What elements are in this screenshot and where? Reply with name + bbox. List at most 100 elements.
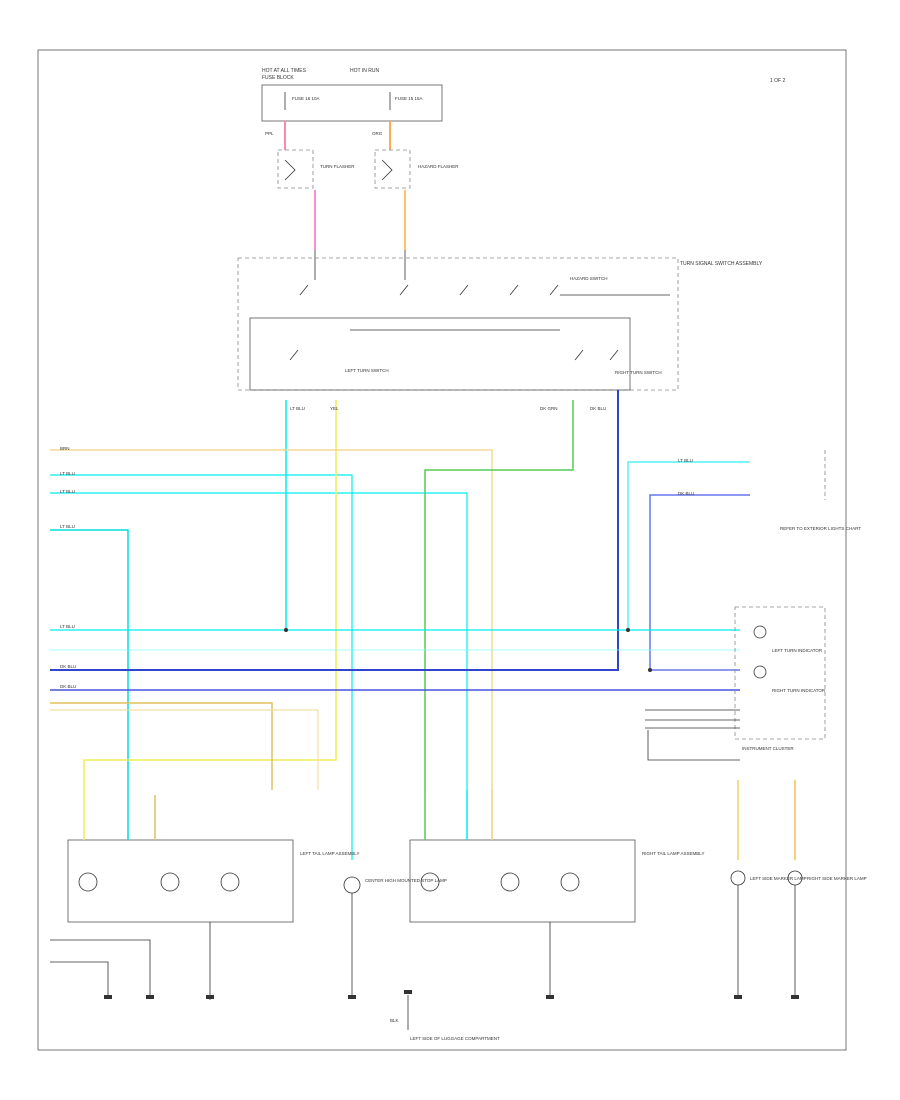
wire-blue-3	[649, 494, 750, 671]
right-turn-indicator-label: RIGHT TURN INDICATOR	[772, 688, 826, 693]
turn-switch-inner-box	[249, 317, 631, 391]
fuse-a-label: FUSE 16 10A	[292, 96, 320, 101]
right-lamp-bulb-1	[420, 872, 440, 892]
switch-contact-7	[574, 349, 584, 361]
right-marker-ground	[791, 995, 799, 999]
hazard-flasher-box	[374, 149, 411, 189]
hazard-flasher: HAZARD FLASHER	[374, 149, 459, 189]
wire-ppl-label: PPL	[265, 131, 274, 136]
ground-ref-label: LEFT SIDE OF LUGGAGE COMPARTMENT	[410, 1036, 500, 1041]
left-lamp-bulb-1	[78, 872, 98, 892]
wire-cyan-cluster	[627, 461, 750, 630]
turn-flasher-box	[277, 149, 314, 189]
left-lamp-bulb-2	[160, 872, 180, 892]
wire-label-dkblu-2: DK BLU	[60, 684, 76, 689]
lower-left-wire-1	[50, 939, 151, 995]
wire-label-ltblu-sw: LT BLU	[290, 406, 305, 411]
wire-label-ltblu-1: LT BLU	[60, 471, 75, 476]
hazard-flasher-symbol	[381, 159, 393, 181]
left-tail-lamp-box	[67, 839, 294, 923]
cluster-feed-4	[647, 730, 740, 761]
right-lamp-bulb-3	[560, 872, 580, 892]
left-lamp-bulb-3	[220, 872, 240, 892]
lower-left-ground-1	[146, 995, 154, 999]
wire-label-ltblu-2: LT BLU	[60, 489, 75, 494]
fuse-block-subtitle: FUSE BLOCK	[262, 75, 294, 81]
left-turn-indicator-bulb	[753, 625, 767, 639]
wire-label-blk-gnd: BLK	[390, 1018, 399, 1023]
wire-cyan-left-tail	[50, 529, 129, 790]
turn-signal-switch-assembly: TURN SIGNAL SWITCH ASSEMBLY HAZARD SWITC…	[237, 257, 763, 391]
ground-ref-symbol	[404, 990, 412, 994]
left-marker-bulb	[730, 870, 746, 886]
left-side-marker-lamp: LEFT SIDE MARKER LAMP	[730, 870, 807, 999]
wire-tan	[50, 449, 493, 790]
instrument-cluster-box	[734, 606, 826, 740]
right-lamp-ground	[546, 995, 554, 999]
right-turn-indicator-bulb	[753, 665, 767, 679]
fuse-block: HOT AT ALL TIMES FUSE BLOCK HOT IN RUN F…	[261, 68, 443, 122]
switch-contact-2	[399, 284, 409, 296]
turn-flasher-symbol	[284, 159, 296, 181]
fuse-block-title: HOT AT ALL TIMES	[262, 68, 307, 74]
switch-contact-6	[289, 349, 299, 361]
hmsl-ground	[348, 995, 356, 999]
diagram-frame	[37, 49, 847, 1051]
hazard-switch-label: HAZARD SWITCH	[570, 276, 608, 281]
instrument-cluster: INSTRUMENT CLUSTER LEFT TURN INDICATOR R…	[645, 606, 826, 761]
turn-flasher-label: TURN FLASHER	[320, 164, 355, 169]
wire-harness	[50, 390, 796, 860]
wire-cyan-hmsl	[50, 474, 353, 860]
wire-green	[424, 400, 574, 790]
right-tail-lamp-label: RIGHT TAIL LAMP ASSEMBLY	[642, 851, 704, 856]
fuse-block-box	[261, 84, 443, 122]
hmsl-label: CENTER HIGH MOUNTED STOP LAMP	[365, 878, 447, 883]
wire-label-dkgrn-sw: DK GRN	[540, 406, 558, 411]
wire-label-ltblu-3: LT BLU	[60, 524, 75, 529]
wire-yellow	[83, 400, 337, 800]
right-side-marker-lamp: RIGHT SIDE MARKER LAMP	[787, 870, 867, 999]
splice-2	[626, 628, 630, 632]
hot-in-run-label: HOT IN RUN	[350, 68, 379, 74]
left-marker-label: LEFT SIDE MARKER LAMP	[750, 876, 807, 881]
wire-brown-2	[50, 709, 319, 790]
turn-flasher: TURN FLASHER	[277, 149, 355, 189]
turn-signal-switch-label: TURN SIGNAL SWITCH ASSEMBLY	[680, 261, 763, 267]
wire-label-brn-1: BRN	[60, 446, 70, 451]
page-reference: 1 OF 2	[770, 78, 786, 84]
right-turn-switch-label: RIGHT TURN SWITCH	[615, 370, 662, 375]
wire-label-yel-sw: YEL	[330, 406, 339, 411]
left-tail-lamp-assembly: LEFT TAIL LAMP ASSEMBLY	[67, 790, 359, 1000]
left-turn-indicator-label: LEFT TURN INDICATOR	[772, 648, 823, 653]
splice-1	[284, 628, 288, 632]
wire-label-dkblu-1: DK BLU	[60, 664, 76, 669]
left-turn-switch-label: LEFT TURN SWITCH	[345, 368, 389, 373]
right-tail-lamp-assembly: RIGHT TAIL LAMP ASSEMBLY	[409, 790, 704, 999]
lower-left-ground-2	[104, 995, 112, 999]
left-marker-ground	[734, 995, 742, 999]
wire-cyan-right-tail	[50, 492, 468, 790]
wire-label-dkblu-sw: DK BLU	[590, 406, 606, 411]
wire-brown-1	[50, 702, 273, 790]
turn-signal-switch-box	[237, 257, 679, 391]
left-tail-lamp-label: LEFT TAIL LAMP ASSEMBLY	[300, 851, 359, 856]
wire-org-label: ORG	[372, 131, 383, 136]
center-hmsl: CENTER HIGH MOUNTED STOP LAMP	[343, 876, 447, 999]
right-tail-lamp-box	[409, 839, 636, 923]
wire-blue-1	[50, 390, 619, 671]
fuse-b-label: FUSE 15 15A	[395, 96, 423, 101]
switch-contact-8	[609, 349, 619, 361]
wire-label-dkblu-cl: DK BLU	[678, 491, 694, 496]
right-marker-label: RIGHT SIDE MARKER LAMP	[807, 876, 867, 881]
switch-contact-4	[509, 284, 519, 296]
switch-contact-5	[549, 284, 559, 296]
switch-contact-3	[459, 284, 469, 296]
hmsl-bulb	[343, 876, 361, 894]
switch-contact-1	[299, 284, 309, 296]
right-side-note: REFER TO EXTERIOR LIGHTS CHART	[780, 526, 861, 531]
wire-label-ltblu-4: LT BLU	[60, 624, 75, 629]
right-lamp-bulb-2	[500, 872, 520, 892]
splice-3	[648, 668, 652, 672]
instrument-cluster-label: INSTRUMENT CLUSTER	[742, 746, 794, 751]
